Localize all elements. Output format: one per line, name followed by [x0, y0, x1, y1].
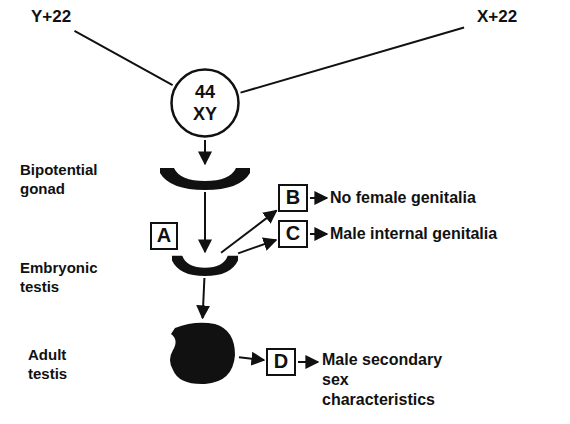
- circle-outline: [170, 68, 240, 138]
- node-text: 44 XY: [170, 68, 240, 138]
- stage-label: Bipotential gonad: [20, 160, 120, 198]
- stage-label: Adult testis: [28, 345, 98, 383]
- gonad-shape: Adult testis: [165, 320, 237, 386]
- outcome-label: Male secondary sex characteristics: [322, 350, 462, 410]
- gonad-silhouette: [160, 166, 250, 190]
- result-arrow: [298, 361, 318, 363]
- letter-box: A: [150, 222, 178, 250]
- letter-box: D: [266, 348, 296, 376]
- node-text: D: [268, 350, 294, 373]
- result-arrow: [310, 197, 327, 199]
- result-arrow: [310, 233, 327, 235]
- node-text: C: [280, 222, 306, 245]
- flow-arrow: [238, 240, 276, 253]
- zygote-circle: 44 XY: [170, 68, 240, 138]
- node-text: A: [152, 224, 176, 247]
- flow-arrow: [203, 278, 205, 318]
- node-text: Y+22: [22, 6, 80, 28]
- stage-label: Embryonic testis: [20, 258, 120, 296]
- chromosome-node: Y+22: [22, 6, 80, 30]
- chromosome-node: X+22: [466, 6, 528, 30]
- gonad-shape: Embryonic testis: [172, 254, 238, 276]
- letter-box: B: [278, 184, 308, 212]
- flow-arrow: [204, 140, 206, 164]
- flow-arrow: [239, 357, 264, 360]
- gonad-silhouette: [172, 254, 238, 276]
- gonad-shape: Bipotential gonad: [160, 166, 250, 190]
- flow-arrow: [221, 211, 276, 253]
- gonad-silhouette: [165, 320, 237, 386]
- node-text: X+22: [466, 6, 528, 28]
- join-line: [241, 28, 465, 93]
- join-line: [74, 31, 172, 85]
- letter-box: C: [278, 220, 308, 248]
- outcome-label: Male internal genitalia: [330, 224, 560, 244]
- node-text: B: [280, 186, 306, 209]
- outcome-label: No female genitalia: [330, 188, 560, 208]
- flow-arrow: [204, 192, 206, 252]
